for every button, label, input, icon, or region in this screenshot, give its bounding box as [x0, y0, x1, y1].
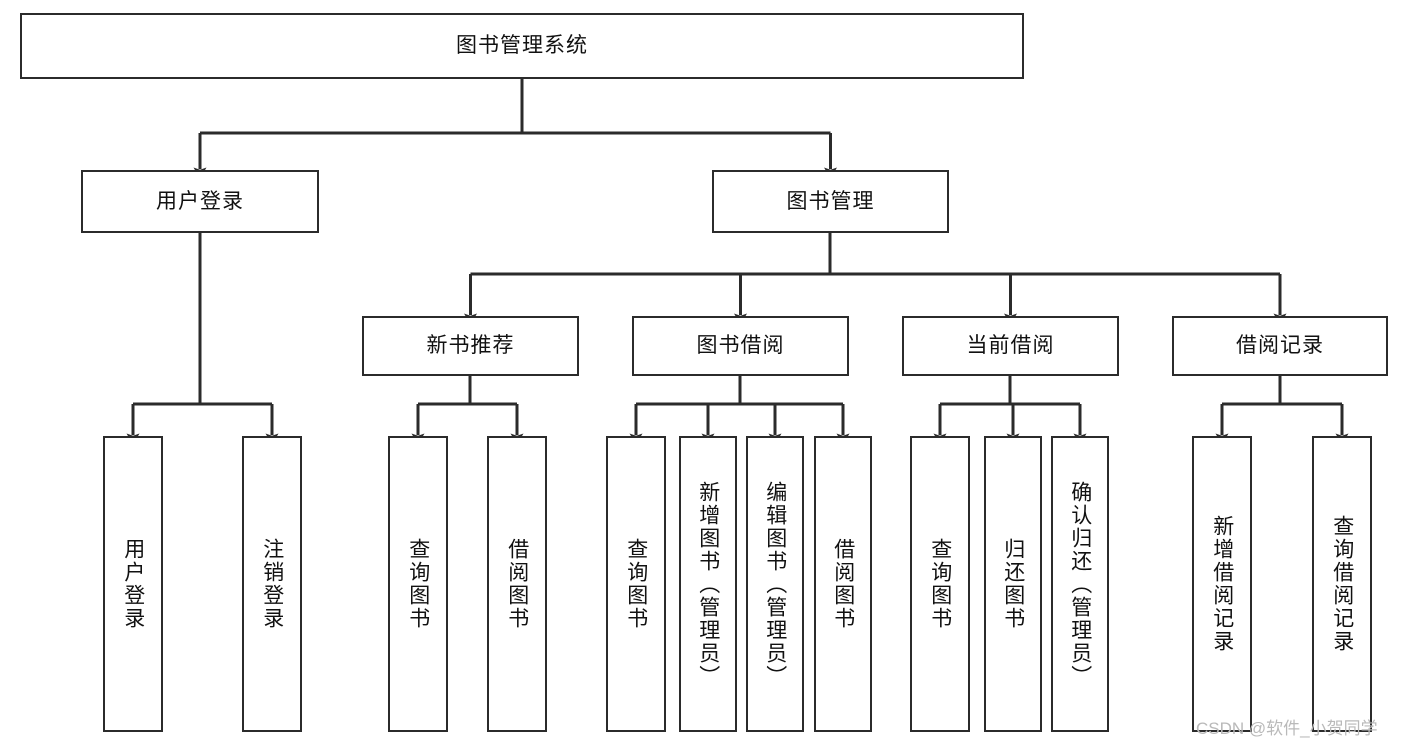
node-leaf-return-book: 归还图书 [984, 436, 1042, 732]
node-leaf-query-book-3: 查询图书 [910, 436, 970, 732]
node-label-new-book-rec: 新书推荐 [426, 334, 515, 358]
node-leaf-add-record: 新增借阅记录 [1192, 436, 1252, 732]
node-label-book-borrow: 图书借阅 [696, 334, 785, 358]
node-leaf-borrow-book-2: 借阅图书 [814, 436, 872, 732]
node-root: 图书管理系统 [20, 13, 1024, 79]
node-borrow-record: 借阅记录 [1172, 316, 1388, 376]
node-label-root: 图书管理系统 [456, 34, 588, 58]
node-label-borrow-record: 借阅记录 [1236, 334, 1324, 358]
node-label-leaf-logout: 注销登录 [260, 538, 284, 630]
node-label-current-borrow: 当前借阅 [966, 334, 1055, 358]
node-label-leaf-query-book-1: 查询图书 [406, 538, 430, 630]
node-label-leaf-return-book: 归还图书 [1001, 538, 1025, 630]
node-leaf-add-book: 新增图书（管理员） [679, 436, 737, 732]
node-label-book-manage: 图书管理 [786, 189, 875, 213]
node-label-leaf-add-book: 新增图书（管理员） [696, 480, 720, 688]
node-user-login: 用户登录 [81, 170, 319, 233]
node-book-manage: 图书管理 [712, 170, 949, 233]
node-leaf-logout: 注销登录 [242, 436, 302, 732]
node-leaf-query-book-2: 查询图书 [606, 436, 666, 732]
node-leaf-user-login: 用户登录 [103, 436, 163, 732]
node-label-leaf-edit-book: 编辑图书（管理员） [763, 480, 787, 688]
node-leaf-confirm-return: 确认归还（管理员） [1051, 436, 1109, 732]
node-leaf-edit-book: 编辑图书（管理员） [746, 436, 804, 732]
node-label-leaf-borrow-book-1: 借阅图书 [505, 538, 529, 630]
node-current-borrow: 当前借阅 [902, 316, 1119, 376]
node-label-leaf-query-book-2: 查询图书 [624, 538, 648, 630]
node-label-leaf-query-book-3: 查询图书 [928, 538, 952, 630]
node-leaf-query-record: 查询借阅记录 [1312, 436, 1372, 732]
node-book-borrow: 图书借阅 [632, 316, 849, 376]
node-label-leaf-borrow-book-2: 借阅图书 [831, 538, 855, 630]
node-new-book-rec: 新书推荐 [362, 316, 579, 376]
node-label-leaf-user-login: 用户登录 [121, 538, 145, 630]
node-label-user-login: 用户登录 [156, 189, 244, 213]
node-leaf-borrow-book-1: 借阅图书 [487, 436, 547, 732]
node-label-leaf-confirm-return: 确认归还（管理员） [1068, 480, 1092, 688]
node-leaf-query-book-1: 查询图书 [388, 436, 448, 732]
node-label-leaf-add-record: 新增借阅记录 [1210, 515, 1234, 653]
node-label-leaf-query-record: 查询借阅记录 [1330, 515, 1354, 653]
